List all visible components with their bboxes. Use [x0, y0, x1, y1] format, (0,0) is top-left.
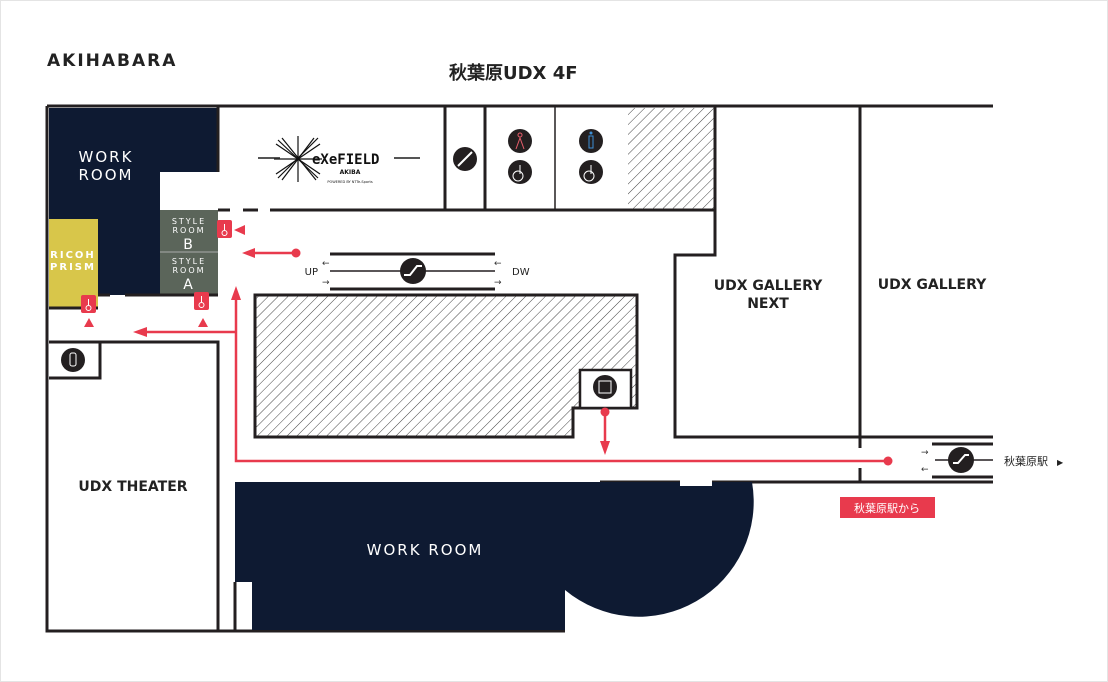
- udx-theater-label: UDX THEATER: [78, 479, 187, 495]
- escalator-up-label: UP: [305, 267, 318, 278]
- arrow-left-icon: ←: [322, 259, 330, 269]
- exefield-sub: AKIBA: [340, 169, 361, 176]
- udx-gallery-next-label-1: UDX GALLERY: [714, 278, 823, 294]
- ricoh-prism-label-1: RICOH: [50, 250, 96, 261]
- udx-gallery-next-label-2: NEXT: [747, 296, 789, 312]
- escalator-right[interactable]: [932, 442, 993, 479]
- arrow-left-icon: ←: [494, 259, 502, 269]
- key-entrance-icon: [217, 220, 232, 238]
- nursing-room-icon: [61, 348, 85, 372]
- exefield-akiba-logo[interactable]: eXeFIELD AKIBA POWERED BY NTTe-Sports: [258, 136, 420, 184]
- ricoh-prism-label-2: PRISM: [50, 262, 96, 273]
- arrow-right-icon: →: [494, 278, 502, 288]
- exefield-powered: POWERED BY NTTe-Sports: [327, 180, 372, 184]
- escalator-center[interactable]: [330, 252, 495, 291]
- style-room-a-label-1: STYLE: [172, 257, 206, 266]
- smoking-area-icon: [453, 147, 477, 171]
- triangle-right-icon: ▶: [1057, 458, 1064, 467]
- work-room-bottom[interactable]: [235, 482, 754, 630]
- work-room-top-label-2: ROOM: [79, 166, 134, 184]
- exefield-x-mark-icon: [274, 136, 322, 182]
- area-name: AKIHABARA: [47, 51, 177, 71]
- work-room-bottom-label: WORK ROOM: [367, 541, 484, 559]
- key-entrance-icon: [81, 295, 96, 313]
- style-room-b-label-2: ROOM: [172, 226, 205, 235]
- key-entrance-icon: [194, 292, 209, 310]
- style-room-b-label-1: STYLE: [172, 217, 206, 226]
- route-label: 秋葉原駅から: [854, 501, 920, 515]
- restricted-area-center: [253, 293, 639, 439]
- accessible-restroom-icon: [508, 160, 532, 184]
- ricoh-prism-room[interactable]: [49, 219, 98, 308]
- station-label[interactable]: 秋葉原駅: [1004, 454, 1048, 468]
- udx-gallery-label: UDX GALLERY: [878, 277, 987, 293]
- mens-restroom-icon: [579, 129, 603, 153]
- style-room-b-letter: B: [183, 237, 195, 253]
- restricted-area: [628, 108, 714, 209]
- style-room-a-letter: A: [183, 277, 195, 293]
- work-room-top-label-1: WORK: [79, 148, 134, 166]
- floor-title: 秋葉原UDX 4F: [449, 62, 578, 84]
- arrow-left-icon: ←: [921, 465, 929, 475]
- route-from-station: [84, 225, 893, 466]
- escalator-down-label: DW: [512, 267, 530, 278]
- womens-restroom-icon: [508, 129, 532, 153]
- accessible-restroom-icon-2: [579, 160, 603, 184]
- arrow-right-icon: →: [921, 448, 929, 458]
- style-room-a-label-2: ROOM: [172, 266, 205, 275]
- elevator-icon[interactable]: [593, 375, 617, 399]
- route-label-badge: [840, 497, 935, 518]
- exefield-name: eXeFIELD: [312, 152, 379, 168]
- arrow-right-icon: →: [322, 278, 330, 288]
